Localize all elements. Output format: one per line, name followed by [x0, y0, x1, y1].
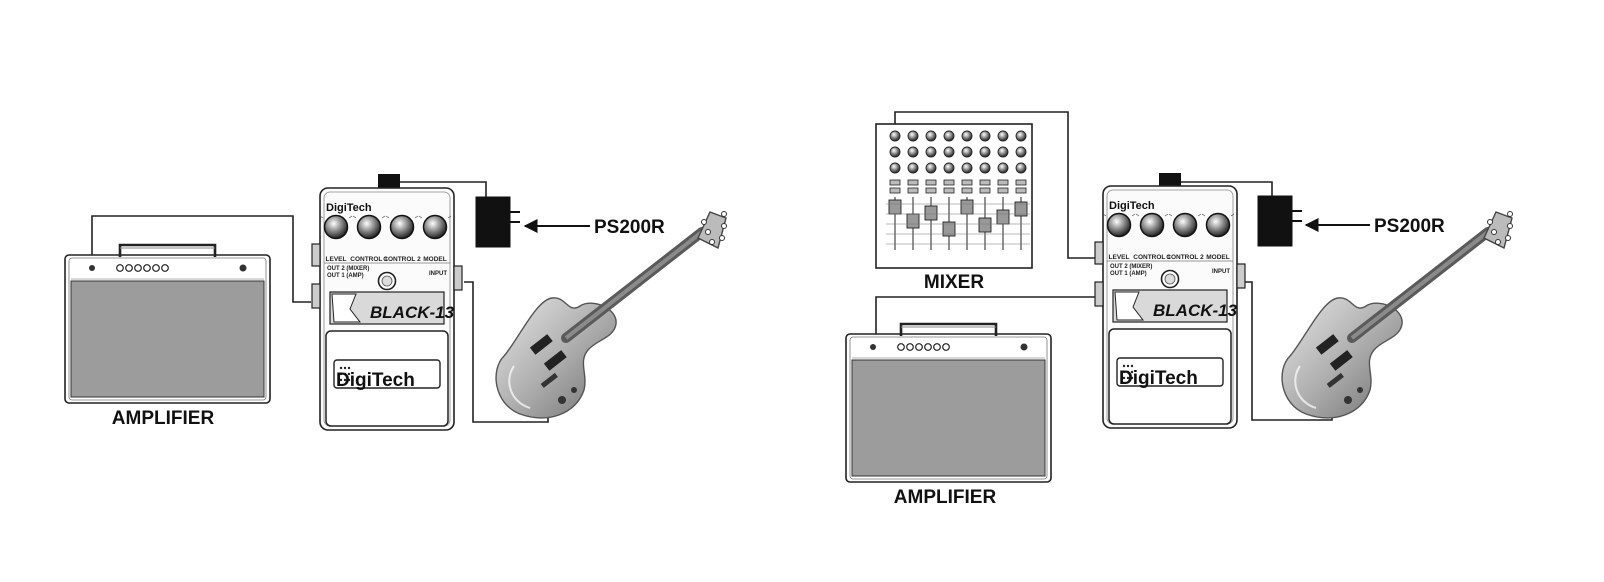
knob-label-level: LEVEL	[1109, 254, 1130, 261]
power-supply-label: PS200R	[1374, 216, 1445, 237]
jack-label-input: INPUT	[1212, 269, 1230, 275]
power-supply-label: PS200R	[594, 217, 665, 238]
amplifier-label: AMPLIFIER	[112, 408, 215, 429]
power-supply	[476, 197, 520, 247]
guitar	[496, 212, 726, 418]
setup-2: MIXER AMPLIFIER DigiTech DigiTech BLACK-…	[846, 112, 1513, 508]
knob-label-level: LEVEL	[326, 256, 347, 263]
knob-label-control-2: CONTROL 2	[1166, 254, 1204, 261]
mixer	[876, 124, 1032, 268]
pedal-brand: DigiTech	[1109, 200, 1155, 212]
jack-label-out-2: OUT 2 (MIXER)	[1110, 264, 1152, 270]
jack-label-out-2: OUT 2 (MIXER)	[327, 266, 369, 272]
knob-label-model: MODEL	[423, 256, 447, 263]
jack-label-input: INPUT	[429, 271, 447, 277]
pedal-brand-large: DigiTech	[336, 370, 415, 391]
pedal-brand: DigiTech	[326, 202, 372, 214]
pedal-model-logo: BLACK-13	[370, 303, 455, 322]
pedal-model-logo: BLACK-13	[1153, 301, 1238, 320]
knob-label-model: MODEL	[1206, 254, 1230, 261]
mixer-label: MIXER	[924, 272, 984, 293]
pedal-power-plug	[378, 174, 400, 188]
setup-1: AMPLIFIER DigiTech DigiTech BLACK-13 LEV…	[65, 174, 727, 430]
amplifier-label: AMPLIFIER	[894, 487, 997, 508]
amplifier	[846, 324, 1051, 482]
amplifier	[65, 245, 270, 403]
guitar	[1282, 212, 1512, 418]
pedal-power-plug	[1159, 173, 1181, 187]
jack-label-out-1: OUT 1 (AMP)	[1110, 271, 1147, 277]
power-supply	[1258, 196, 1302, 246]
jack-label-out-1: OUT 1 (AMP)	[327, 273, 364, 279]
knob-label-control-2: CONTROL 2	[383, 256, 421, 263]
pedal-brand-large: DigiTech	[1119, 368, 1198, 389]
